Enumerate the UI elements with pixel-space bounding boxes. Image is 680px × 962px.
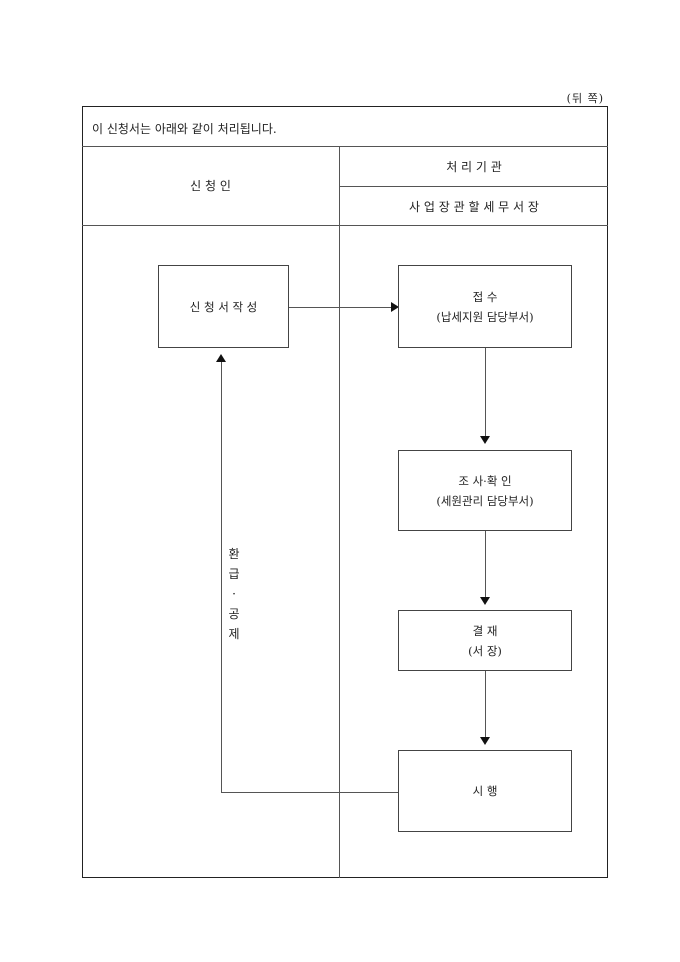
column-divider <box>339 146 340 878</box>
return-label-char: 공 <box>228 607 240 621</box>
review-dept: (세원관리 담당부서) <box>436 493 534 508</box>
receive-box: 접 수 (납세지원 담당부서) <box>398 265 572 348</box>
agency-subheader: 사 업 장 관 할 세 무 서 장 <box>409 200 539 214</box>
receive-dept: (납세지원 담당부서) <box>436 309 534 324</box>
row-divider-1 <box>82 146 608 147</box>
execute-box: 시 행 <box>398 750 572 832</box>
connector-review-approve <box>485 531 486 597</box>
arrow-up <box>216 354 226 362</box>
agency-sub-divider <box>340 186 608 187</box>
connector-receive-review <box>485 348 486 436</box>
write-application-label: 신 청 서 작 성 <box>189 299 258 314</box>
agency-header: 처 리 기 관 <box>446 160 502 174</box>
connector-return-vertical <box>221 362 222 793</box>
connector-write-receive <box>289 307 392 308</box>
execute-label: 시 행 <box>472 784 498 798</box>
connector-execute-return <box>221 792 398 793</box>
intro-text: 이 신청서는 아래와 같이 처리됩니다. <box>92 122 277 136</box>
arrow-down-1 <box>480 436 490 444</box>
process-frame <box>82 106 608 878</box>
row-divider-2 <box>82 225 608 226</box>
review-box: 조 사·확 인 (세원관리 담당부서) <box>398 450 572 531</box>
arrow-down-3 <box>480 737 490 745</box>
write-application-box: 신 청 서 작 성 <box>158 265 289 348</box>
applicant-header: 신 청 인 <box>190 179 231 193</box>
connector-approve-execute <box>485 671 486 737</box>
approve-box: 결 재 (서 장) <box>398 610 572 671</box>
approve-sub: (서 장) <box>468 643 502 658</box>
return-label-char: 제 <box>228 627 240 641</box>
receive-title: 접 수 <box>472 289 498 304</box>
approve-title: 결 재 <box>472 623 498 638</box>
arrow-down-2 <box>480 597 490 605</box>
return-label-char: 급 <box>228 567 240 581</box>
return-label: 환 급 · 공 제 <box>224 540 244 648</box>
page-label: (뒤 쪽) <box>566 92 604 105</box>
review-title: 조 사·확 인 <box>458 473 512 488</box>
arrow-right <box>391 302 399 312</box>
return-label-char: 환 <box>228 547 240 561</box>
return-label-char: · <box>232 587 236 601</box>
